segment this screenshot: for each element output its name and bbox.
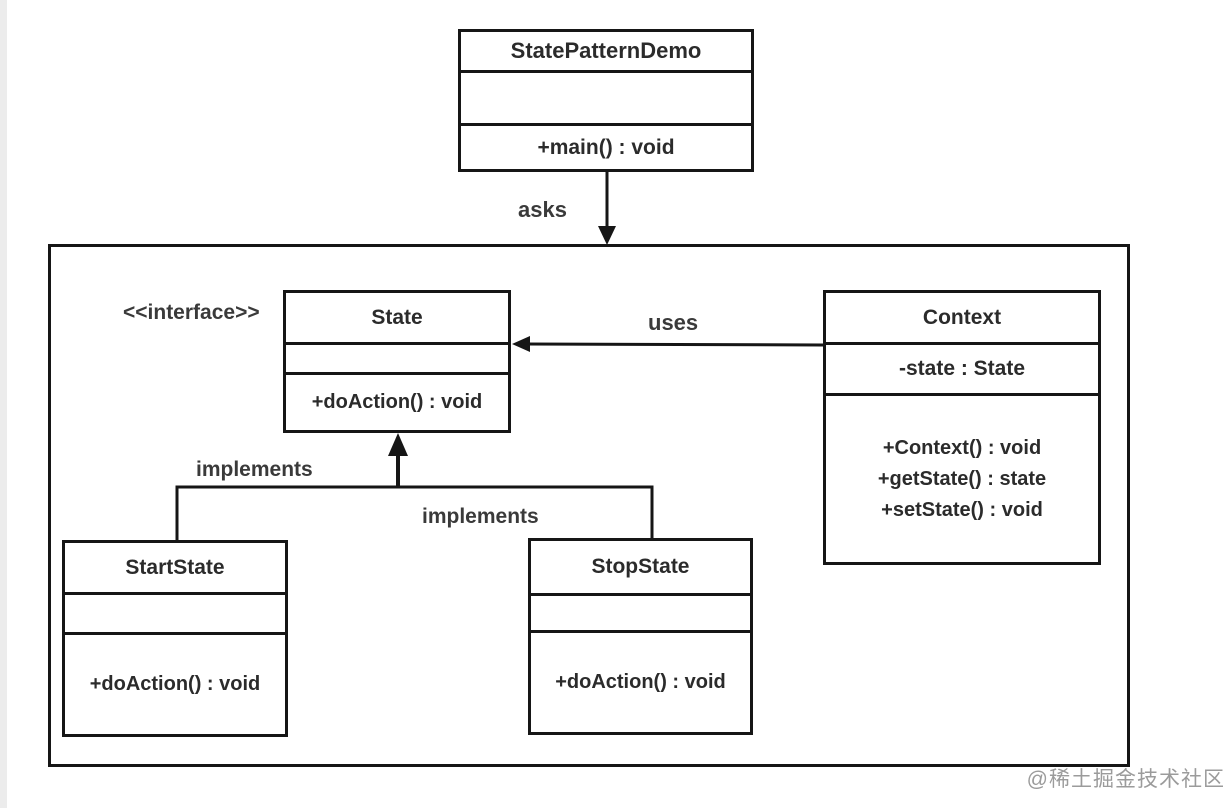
class-attributes-empty: [286, 342, 508, 372]
uses-relation-label: uses: [648, 310, 699, 335]
class-method: +Context() : void: [882, 436, 1042, 459]
class-method: +doAction() : void: [531, 630, 750, 732]
class-attributes-empty: [461, 70, 751, 123]
class-title: StatePatternDemo: [510, 38, 702, 63]
class-method: +doAction() : void: [286, 372, 508, 430]
class-method-list: +Context() : void +getState() : state +s…: [826, 393, 1098, 562]
asks-arrow: [598, 172, 616, 245]
class-title: Context: [922, 305, 1002, 329]
class-method: +doAction() : void: [65, 632, 285, 734]
class-title: State: [371, 305, 423, 329]
class-attribute: -state : State: [826, 342, 1098, 393]
class-attributes-empty: [531, 593, 750, 630]
class-box-stopstate: StopState +doAction() : void: [528, 538, 753, 735]
class-title: StopState: [591, 555, 690, 578]
asks-relation-label: asks: [518, 197, 567, 222]
class-box-context: Context -state : State +Context() : void…: [823, 290, 1101, 565]
page-edge-strip: [0, 0, 7, 808]
class-method: +setState() : void: [881, 498, 1043, 521]
class-title: StartState: [125, 555, 225, 579]
class-method: +getState() : state: [877, 467, 1047, 490]
class-box-startstate: StartState +doAction() : void: [62, 540, 288, 737]
class-box-statepatterndemo: StatePatternDemo +main() : void: [458, 29, 754, 172]
juejin-watermark: @稀土掘金技术社区: [1026, 768, 1225, 791]
class-box-state: State +doAction() : void: [283, 290, 511, 433]
class-attributes-empty: [65, 592, 285, 632]
class-method: +main() : void: [461, 123, 751, 169]
pattern-boundary-box: [48, 244, 1130, 767]
implements-relation-label: implements: [196, 458, 313, 481]
implements-relation-label: implements: [422, 505, 539, 528]
interface-stereotype-label: <<interface>>: [123, 301, 260, 324]
